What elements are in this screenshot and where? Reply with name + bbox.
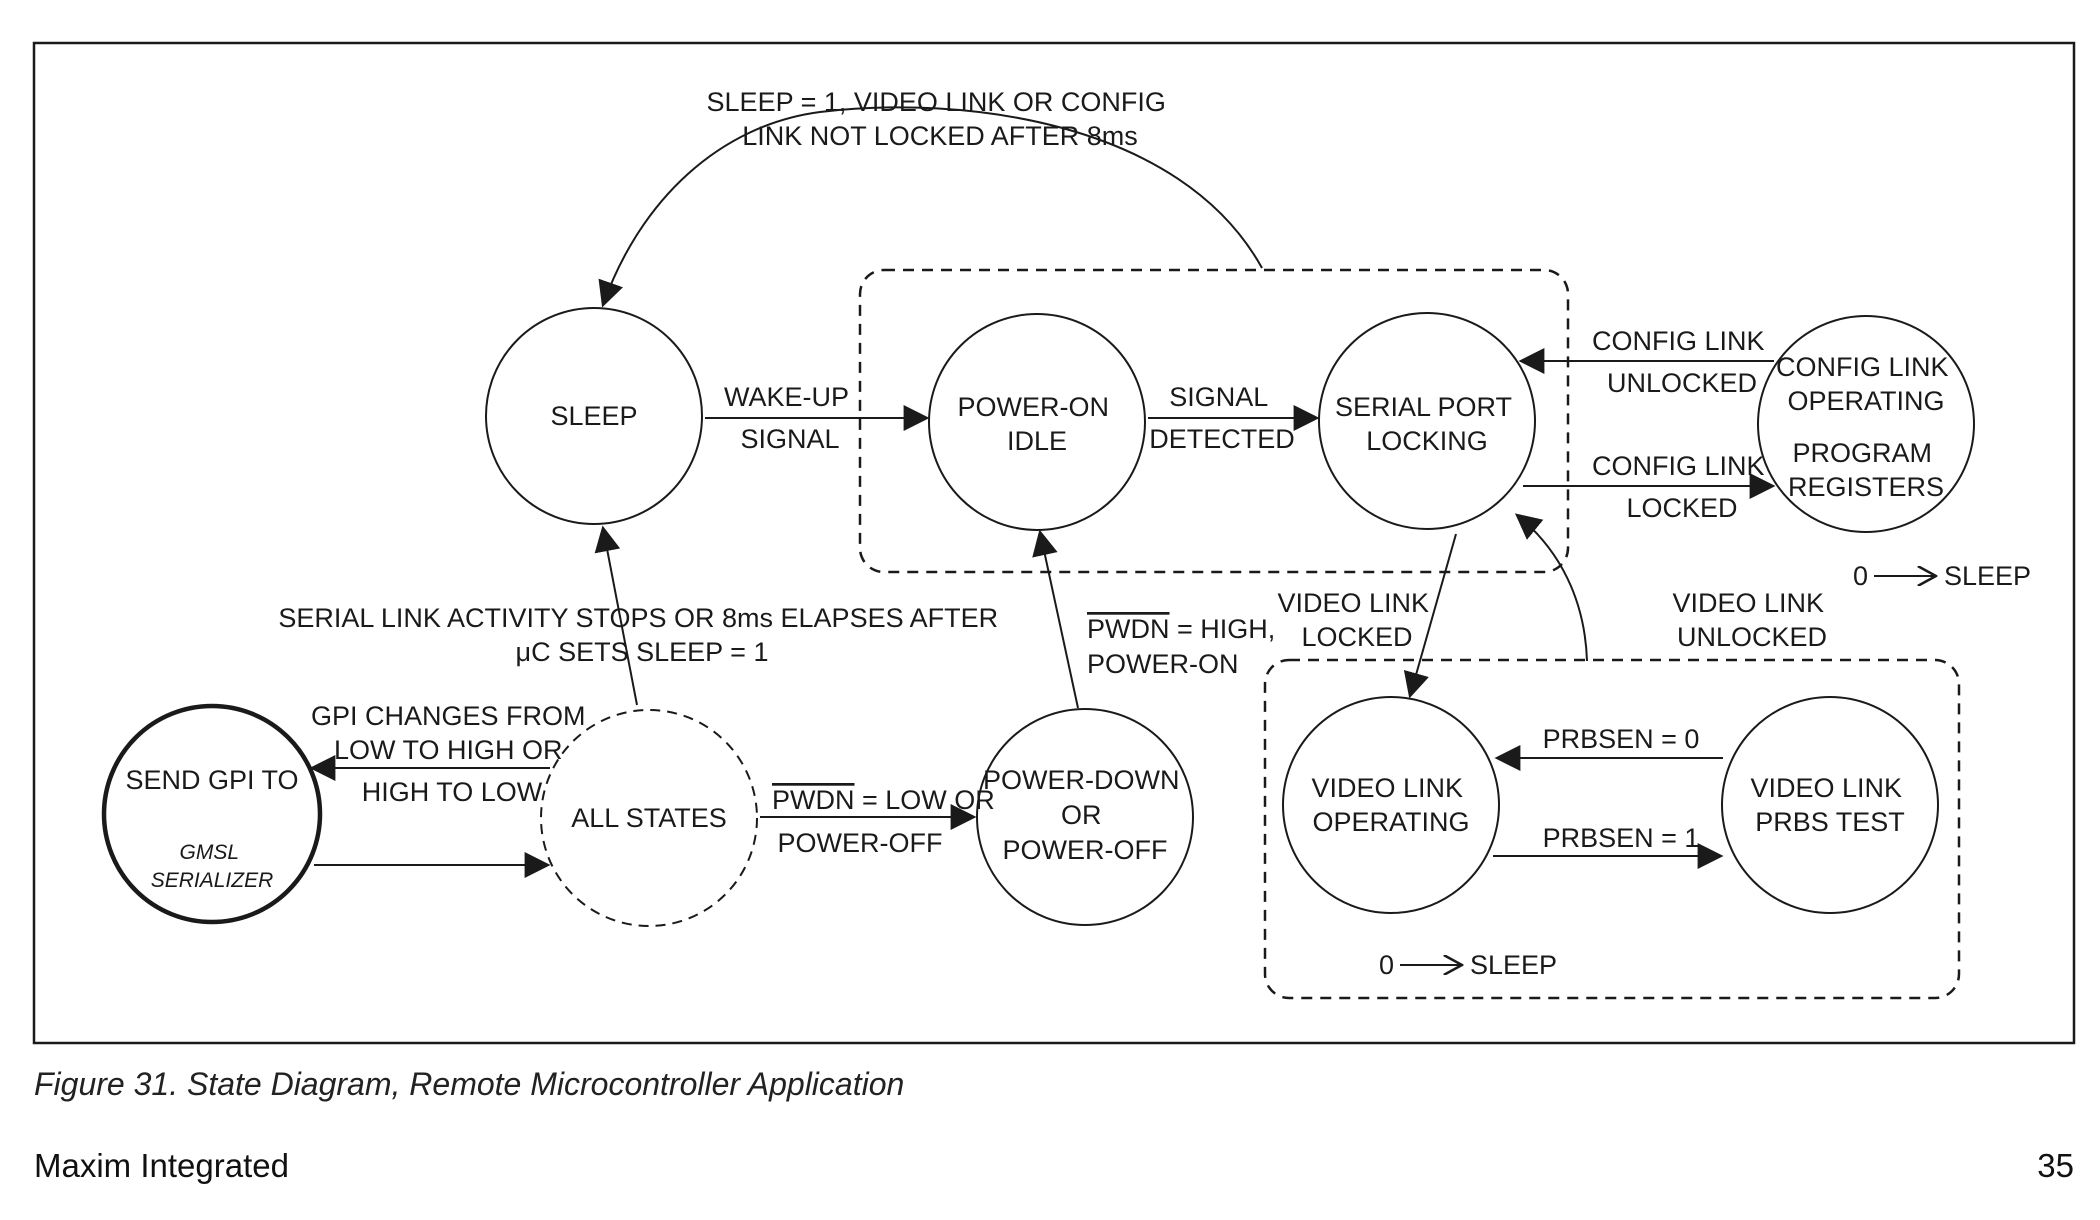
label-send-gpi: SEND GPI TO bbox=[125, 765, 298, 795]
edge-label-sleep-config-not-locked: SLEEP = 1, VIDEO LINK OR CONFIG LINK NOT… bbox=[707, 87, 1174, 151]
pwdn-high-signal: PWDN bbox=[1087, 614, 1170, 644]
label-video-link-prbs-test: VIDEO LINK PRBS TEST bbox=[1750, 773, 1909, 837]
label-video-link-operating: VIDEO LINK OPERATING bbox=[1311, 773, 1470, 837]
footer-company: Maxim Integrated bbox=[34, 1147, 289, 1184]
label-power-on-idle: POWER-ON IDLE bbox=[957, 392, 1116, 456]
label-gmsl-serializer: GMSL SERIALIZER bbox=[151, 841, 274, 892]
config-sleep-target: SLEEP bbox=[1944, 561, 2031, 591]
edge-label-serial-activity-stops: SERIAL LINK ACTIVITY STOPS OR 8ms ELAPSE… bbox=[278, 603, 1005, 667]
video-sleep-zero: 0 bbox=[1379, 950, 1394, 980]
state-send-gpi bbox=[101, 703, 323, 925]
edge-label-signal-detected: SIGNAL DETECTED bbox=[1149, 382, 1295, 454]
state-config-link-operating bbox=[1757, 315, 1975, 533]
arrow-video-link-locked bbox=[1403, 533, 1457, 699]
diagram-frame bbox=[32, 41, 2076, 1045]
edge-label-config-locked: CONFIG LINK LOCKED bbox=[1592, 451, 1772, 523]
label-config-link-operating: CONFIG LINK OPERATING bbox=[1776, 352, 1956, 416]
edge-label-config-unlocked: CONFIG LINK UNLOCKED bbox=[1592, 326, 1772, 398]
arrow-to-sleep-top bbox=[598, 106, 1263, 308]
video-sleep-target: SLEEP bbox=[1470, 950, 1557, 980]
edge-label-gpi-changes: GPI CHANGES FROM LOW TO HIGH OR HIGH TO … bbox=[311, 701, 593, 807]
state-power-on-idle bbox=[928, 313, 1146, 531]
video-group-box bbox=[1263, 658, 1961, 1000]
edge-label-prbsen-0: PRBSEN = 0 bbox=[1543, 724, 1700, 754]
state-sleep bbox=[485, 307, 703, 525]
label-program-registers: PROGRAM REGISTERS bbox=[1788, 438, 1944, 502]
label-power-down: POWER-DOWN OR POWER-OFF bbox=[983, 765, 1187, 865]
edge-label-prbsen-1: PRBSEN = 1 bbox=[1543, 823, 1700, 853]
footer-page-number: 35 bbox=[2037, 1147, 2074, 1184]
label-sleep: SLEEP bbox=[550, 401, 637, 431]
edge-label-video-link-unlocked: VIDEO LINK UNLOCKED bbox=[1672, 588, 1831, 652]
pwdn-low-signal: PWDN bbox=[772, 785, 855, 815]
label-serial-port-locking: SERIAL PORT LOCKING bbox=[1335, 392, 1519, 456]
locking-group-box bbox=[858, 268, 1570, 574]
pwdn-low-rest: = LOW OR bbox=[855, 785, 995, 815]
edge-label-video-link-locked: VIDEO LINK LOCKED bbox=[1277, 588, 1436, 652]
arrow-video-link-unlocked bbox=[1514, 513, 1588, 662]
state-video-link-prbs-test bbox=[1721, 696, 1939, 914]
edge-label-wake-up: WAKE-UP SIGNAL bbox=[724, 382, 856, 454]
config-sleep-zero: 0 bbox=[1853, 561, 1868, 591]
arrow-pwdn-high bbox=[1032, 529, 1079, 709]
arrow-all-states-to-sleep bbox=[594, 525, 638, 706]
label-all-states: ALL STATES bbox=[571, 803, 727, 833]
state-all-states bbox=[540, 709, 758, 927]
state-video-link-operating bbox=[1282, 696, 1500, 914]
pwdn-high-rest: = HIGH, bbox=[1170, 614, 1276, 644]
figure-caption: Figure 31. State Diagram, Remote Microco… bbox=[34, 1066, 904, 1102]
state-power-down bbox=[976, 708, 1194, 926]
edge-label-pwdn-high: PWDN = HIGH, POWER-ON bbox=[1087, 614, 1283, 679]
edge-label-pwdn-low: PWDN = LOW OR POWER-OFF bbox=[772, 785, 1002, 858]
